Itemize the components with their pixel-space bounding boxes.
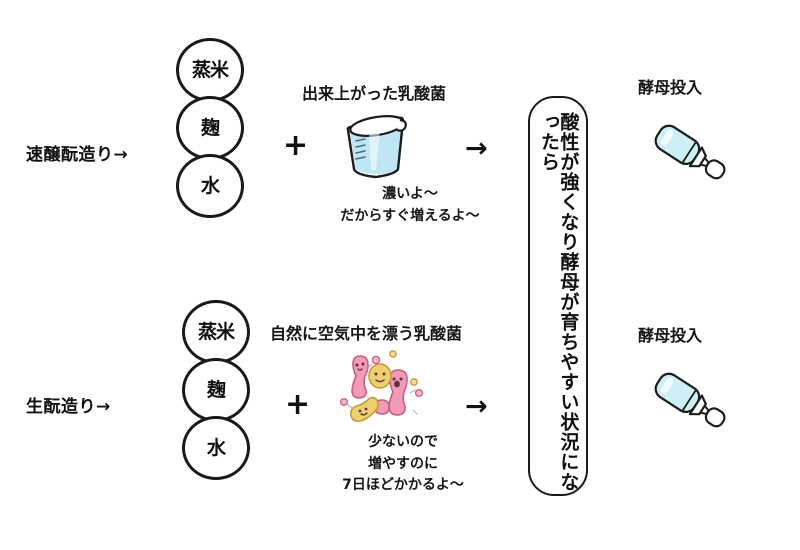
ingredient-label: 蒸米 xyxy=(197,320,235,343)
arrow-operator-bottom: → xyxy=(465,391,488,422)
culture-title-top: 出来上がった乳酸菌 xyxy=(302,84,447,103)
center-condition-text: 酸性が強くなり酵母が育ちやすい状況になったら xyxy=(538,112,580,492)
ingredient-circle-koji: 麹 xyxy=(176,96,244,160)
ingredient-label: 蒸米 xyxy=(191,58,229,81)
row-label-kimoto: 生酛造り→ xyxy=(26,397,111,417)
ingredient-label: 麹 xyxy=(200,116,220,139)
ampoule-icon-top xyxy=(645,118,735,188)
ingredient-stack-top: 蒸米 麹 水 xyxy=(176,38,256,218)
center-condition-box: 酸性が強くなり酵母が育ちやすい状況になったら xyxy=(528,96,588,496)
note-line: 濃いよ〜 xyxy=(382,186,438,202)
note-line: だからすぐ増えるよ〜 xyxy=(340,207,480,224)
arrow-operator-top: → xyxy=(465,133,488,164)
plus-operator-bottom: + xyxy=(285,387,311,422)
ingredient-circle-steamed-rice: 蒸米 xyxy=(182,300,250,364)
yeast-label-top: 酵母投入 xyxy=(638,78,703,97)
note-line: 増やすのに xyxy=(368,455,438,472)
ingredient-label: 麹 xyxy=(206,378,226,401)
ingredient-label: 水 xyxy=(206,436,226,459)
row-label-sokujo: 速醸酛造り→ xyxy=(26,145,129,165)
yeast-label-bottom: 酵母投入 xyxy=(638,326,703,345)
note-line: 少ないので xyxy=(368,434,438,450)
note-block-bottom: 少ないので 増やすのに 7日ほどかかるよ〜 xyxy=(318,432,488,497)
note-block-top: 濃いよ〜 だからすぐ増えるよ〜 xyxy=(330,184,490,227)
beaker-icon xyxy=(336,108,416,188)
ingredient-circle-water: 水 xyxy=(182,416,250,480)
ingredient-circle-koji: 麹 xyxy=(182,358,250,422)
ampoule-icon-bottom xyxy=(645,366,735,436)
plus-operator-top: + xyxy=(283,128,309,163)
bacteria-icon xyxy=(336,348,431,433)
ingredient-circle-water: 水 xyxy=(176,154,244,218)
ingredient-stack-bottom: 蒸米 麹 水 xyxy=(182,300,262,480)
note-line: 7日ほどかかるよ〜 xyxy=(342,477,464,494)
ingredient-label: 水 xyxy=(200,174,220,197)
culture-title-bottom: 自然に空気中を漂う乳酸菌 xyxy=(270,324,463,343)
ingredient-circle-steamed-rice: 蒸米 xyxy=(176,38,244,102)
